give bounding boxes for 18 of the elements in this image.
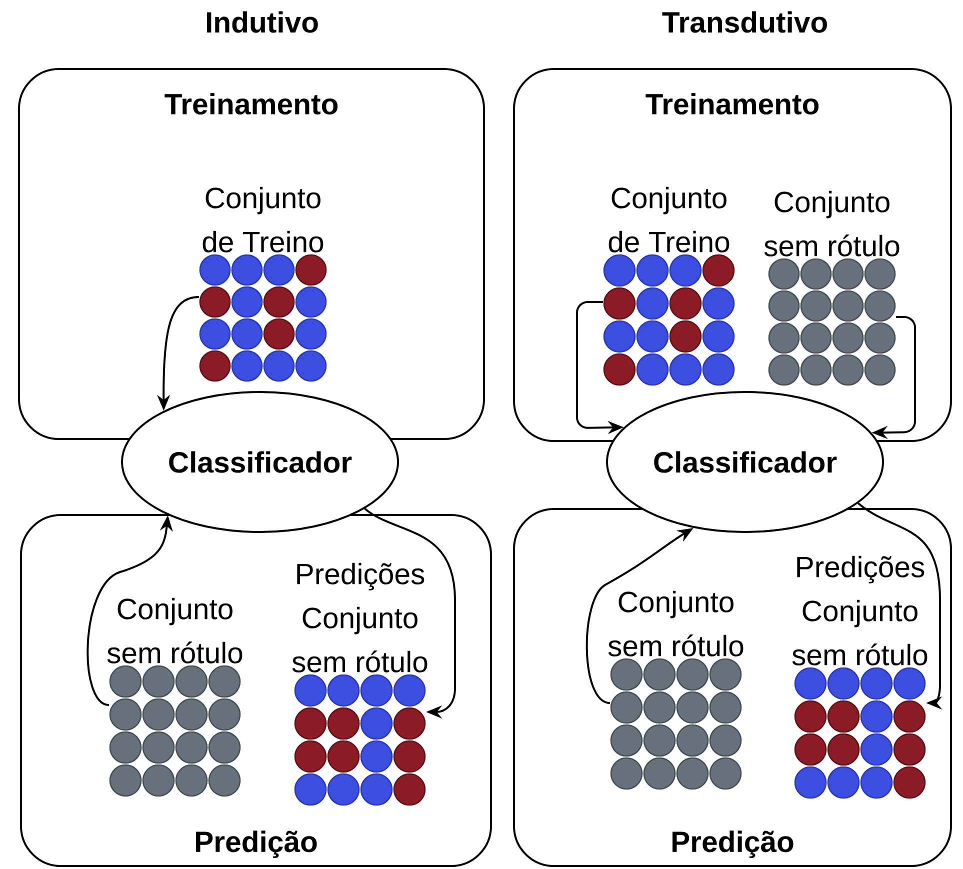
node-label: Conjunto de Treino bbox=[608, 186, 730, 252]
dataset-grid: Predições Conjunto sem rótulo bbox=[292, 562, 428, 806]
node-label: Predições Conjunto sem rótulo bbox=[792, 556, 928, 666]
dataset-grid: Predições Conjunto sem rótulo bbox=[792, 556, 928, 799]
node-label: Conjunto sem rótulo bbox=[764, 190, 900, 256]
arrow bbox=[364, 508, 456, 719]
node-label: Conjunto de Treino bbox=[202, 186, 324, 252]
node-label: Conjunto sem rótulo bbox=[107, 598, 242, 664]
node-label: Conjunto sem rótulo bbox=[608, 590, 744, 656]
dataset-grid: Conjunto sem rótulo bbox=[764, 190, 900, 386]
dataset-grid: Conjunto de Treino bbox=[603, 186, 735, 386]
node-label: Predições Conjunto sem rótulo bbox=[292, 562, 428, 672]
dataset-grid: Conjunto de Treino bbox=[199, 186, 327, 382]
dataset-grid: Conjunto sem rótulo bbox=[107, 598, 242, 797]
arrow bbox=[858, 502, 942, 710]
column-heading: Indutivo bbox=[206, 11, 318, 33]
column-heading: Transdutivo bbox=[662, 11, 827, 33]
dataset-grid: Conjunto sem rótulo bbox=[608, 590, 744, 790]
